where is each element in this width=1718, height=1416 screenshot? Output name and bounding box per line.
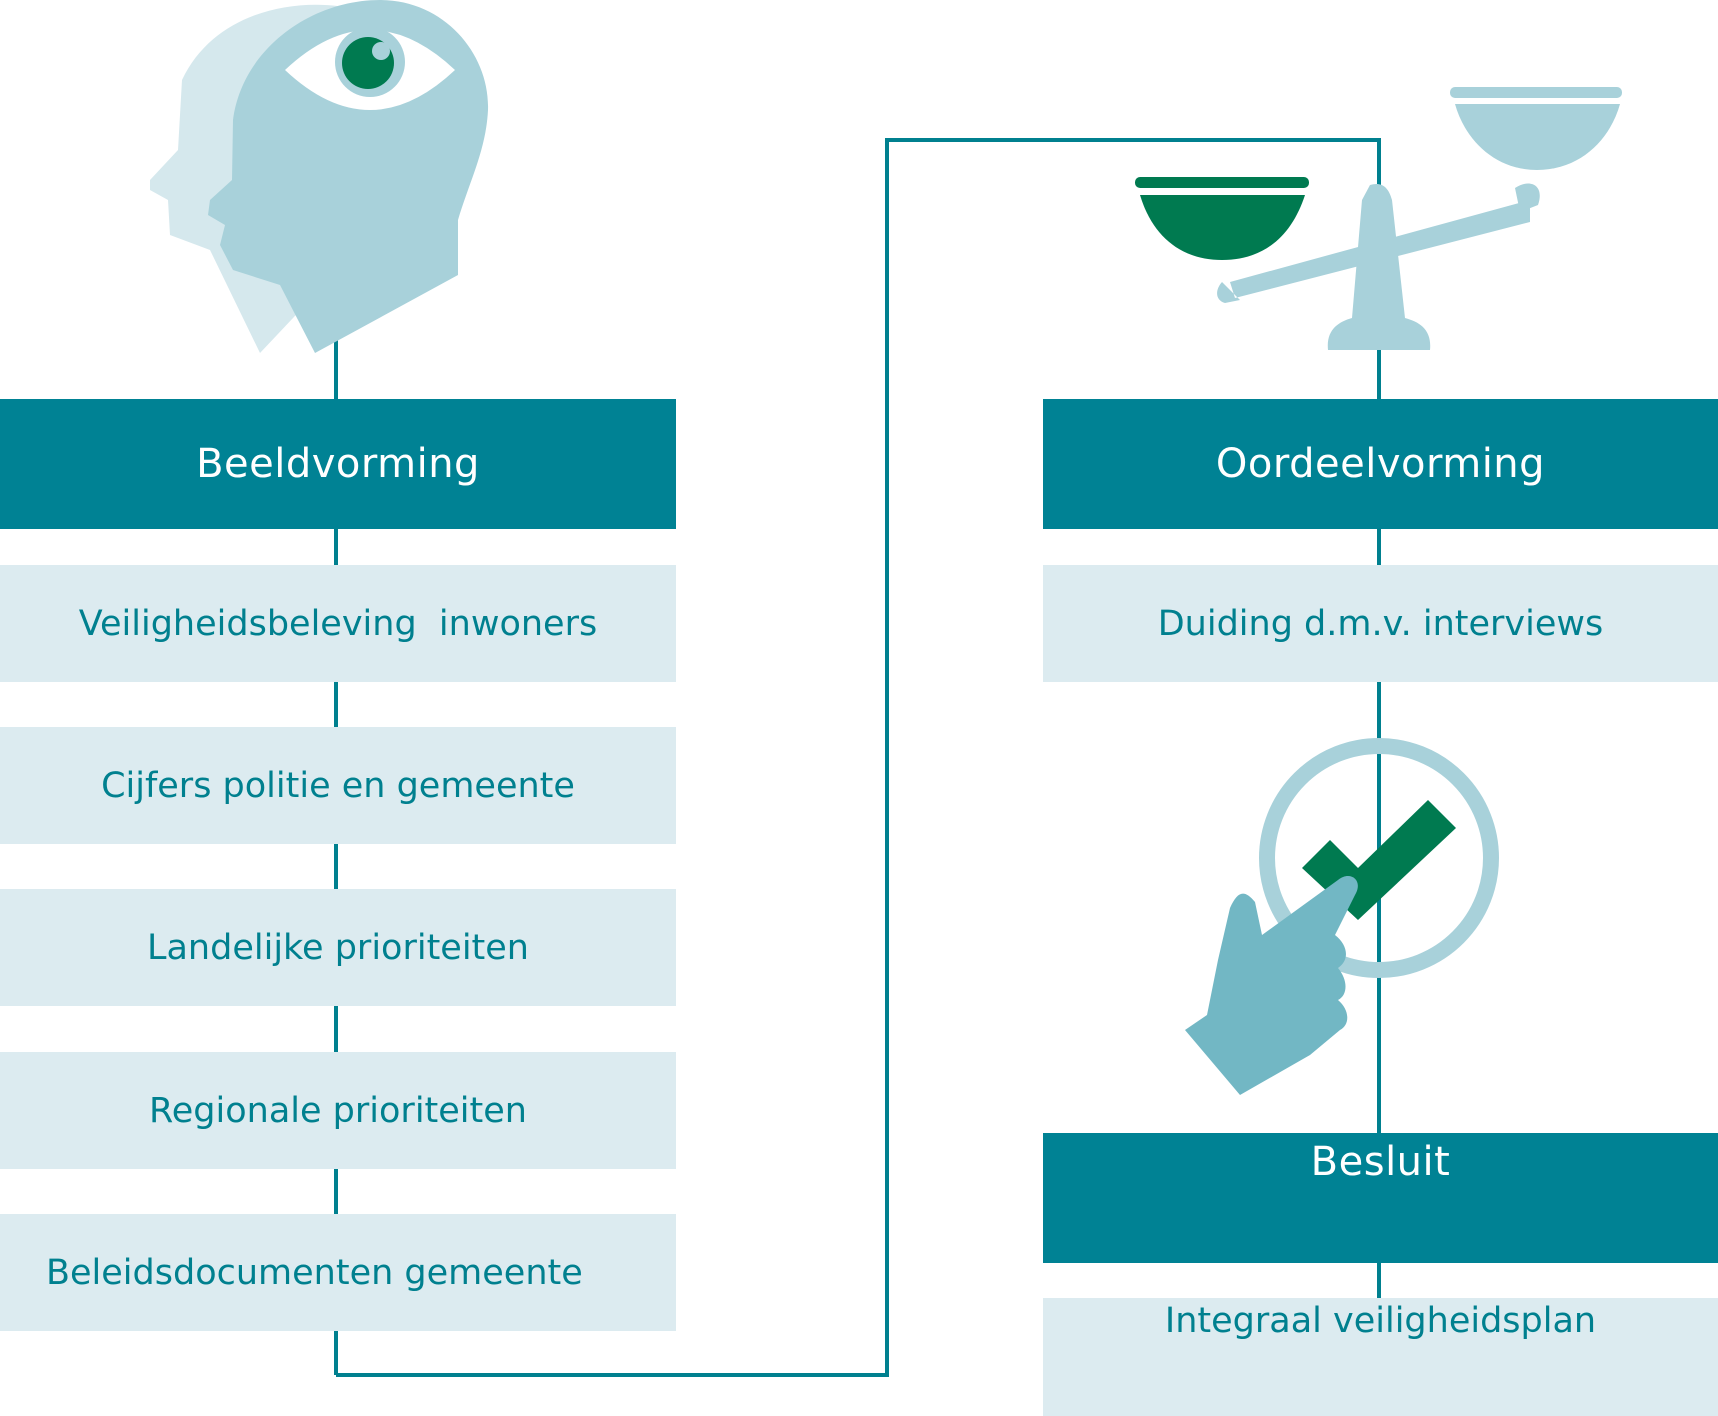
header-oordeelvorming-label: Oordeelvorming xyxy=(1215,441,1546,487)
scale-right-pan-bowl xyxy=(1455,104,1620,170)
list-item: Veiligheidsbeleving inwoners xyxy=(0,565,676,682)
pointing-hand xyxy=(1185,875,1358,1095)
list-item-label: Integraal veiligheidsplan xyxy=(1164,1301,1597,1341)
eye-highlight xyxy=(372,42,390,60)
list-item: Duiding d.m.v. interviews xyxy=(1043,565,1718,682)
list-item-label: Cijfers politie en gemeente xyxy=(101,765,575,806)
pointing-hand-checkmark-icon xyxy=(1185,738,1499,1095)
scale-left-pan-bowl xyxy=(1140,195,1305,260)
list-item-label: Beleidsdocumenten gemeente xyxy=(46,1252,583,1293)
list-item-label: Veiligheidsbeleving inwoners xyxy=(78,603,598,644)
header-besluit: Besluit xyxy=(1043,1133,1718,1263)
list-item-label: Landelijke prioriteiten xyxy=(146,927,529,968)
header-beeldvorming-label: Beeldvorming xyxy=(196,441,480,487)
scale-left-pan-rim xyxy=(1135,177,1309,188)
list-item: Landelijke prioriteiten xyxy=(0,889,676,1006)
header-besluit-label: Besluit xyxy=(1310,1139,1451,1185)
scale-right-pan-rim xyxy=(1450,87,1622,98)
list-item: Cijfers politie en gemeente xyxy=(0,727,676,844)
check-circle xyxy=(1259,738,1499,978)
list-item-label: Regionale prioriteiten xyxy=(149,1090,527,1131)
head-with-eye-icon xyxy=(150,0,489,354)
balance-scale-icon xyxy=(1135,87,1622,350)
scale-stand xyxy=(1327,183,1431,350)
header-beeldvorming: Beeldvorming xyxy=(0,399,676,529)
list-item: Regionale prioriteiten xyxy=(0,1052,676,1169)
header-oordeelvorming: Oordeelvorming xyxy=(1043,399,1718,529)
list-item: Integraal veiligheidsplan xyxy=(1043,1298,1718,1416)
list-item-label: Duiding d.m.v. interviews xyxy=(1157,603,1604,644)
list-item: Beleidsdocumenten gemeente xyxy=(0,1214,676,1331)
